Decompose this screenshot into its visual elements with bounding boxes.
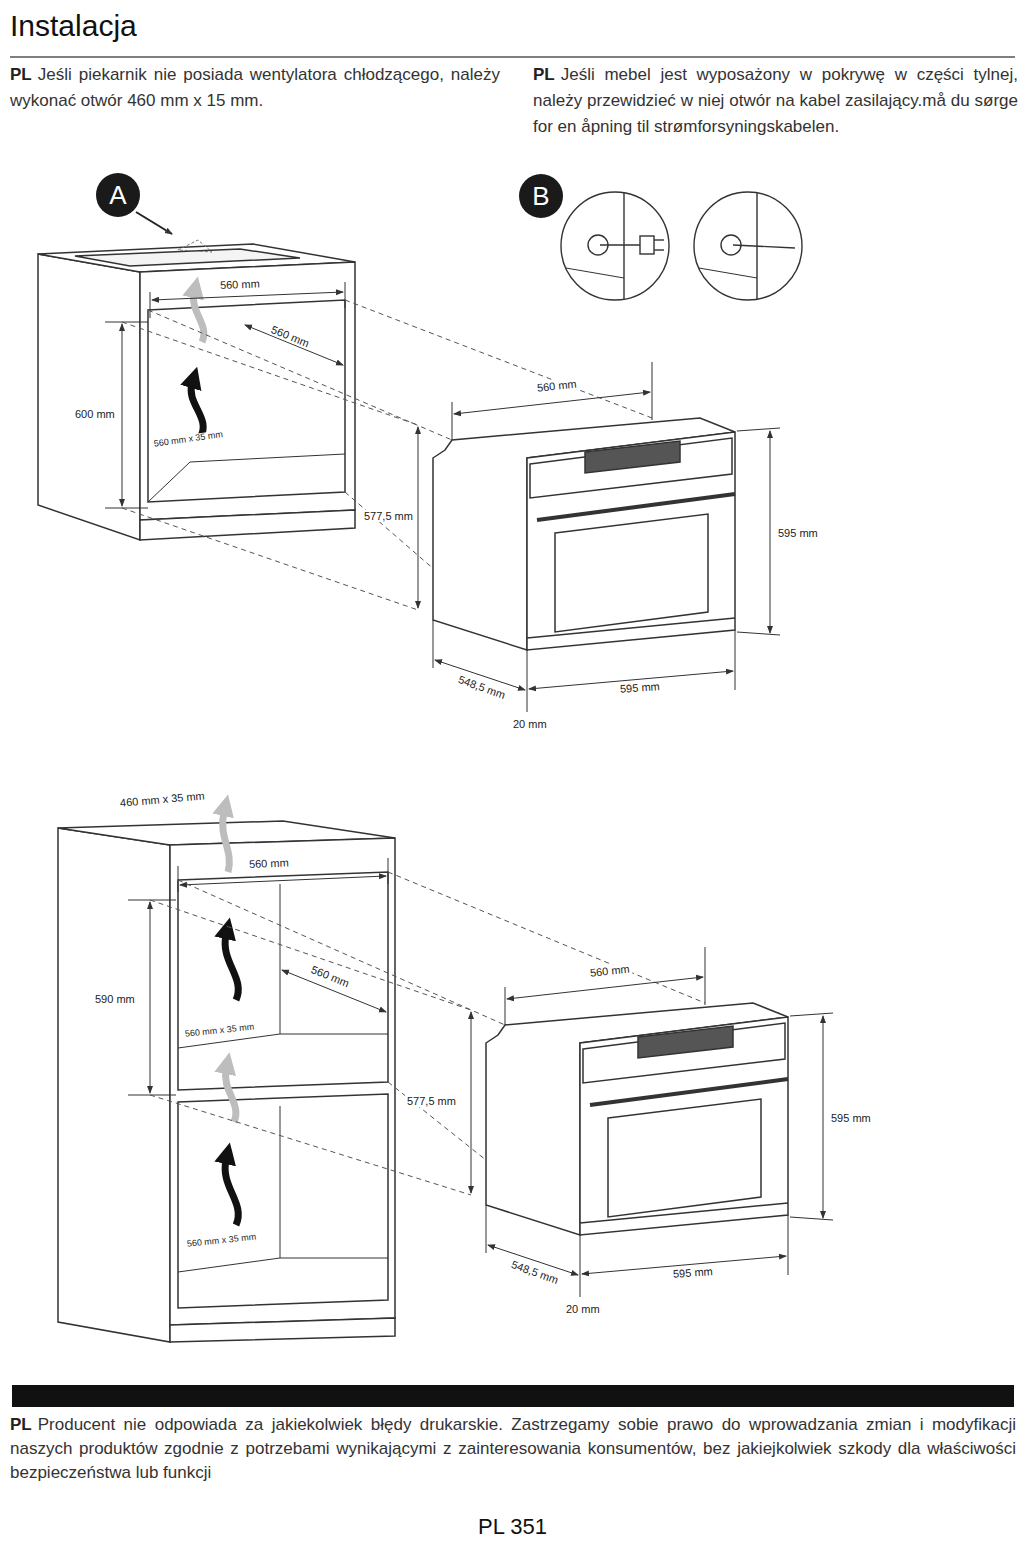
dimension-label: 20 mm (564, 1303, 602, 1315)
dimension-label: 595 mm (671, 1265, 715, 1280)
dimension-label: 560 mm (534, 377, 579, 394)
dimension-label: 590 mm (93, 993, 137, 1005)
callout-letter: A (109, 180, 126, 211)
dimension-label: 460 mm x 35 mm (117, 789, 207, 809)
callout-letter: B (532, 181, 549, 212)
dimension-label: 560 mm (587, 962, 632, 979)
note-text: Jeśli mebel jest wyposażony w pokrywę w … (533, 65, 1018, 136)
dimension-label: 560 mm (247, 856, 291, 870)
language-code: PL (10, 1415, 32, 1434)
language-code: PL (10, 65, 32, 84)
note-text: Jeśli piekarnik nie posiada wentylatora … (10, 65, 500, 110)
dimension-label: 600 mm (73, 408, 117, 420)
page-number: PL 351 (478, 1514, 547, 1540)
dimension-label: 548,5 mm (455, 672, 509, 701)
note-paragraph: PLJeśli piekarnik nie posiada wentylator… (10, 62, 500, 114)
dimension-label: 577,5 mm (405, 1095, 458, 1107)
note-paragraph: PLProducent nie odpowiada za jakiekolwie… (10, 1413, 1016, 1485)
callout-circle: B (519, 174, 563, 218)
dimension-label: 595 mm (618, 680, 662, 695)
language-code: PL (533, 65, 555, 84)
dimension-label: 595 mm (829, 1112, 873, 1124)
note-text: Producent nie odpowiada za jakiekolwiek … (10, 1415, 1016, 1482)
note-paragraph: PLJeśli mebel jest wyposażony w pokrywę … (533, 62, 1018, 140)
page-title: Instalacja (10, 6, 137, 46)
dimension-label: 577,5 mm (362, 510, 415, 522)
dimension-label: 560 mm (218, 277, 262, 291)
dimension-label: 20 mm (511, 718, 549, 730)
dimension-label: 595 mm (776, 527, 820, 539)
callout-circle: A (96, 173, 140, 217)
dimension-label: 548,5 mm (508, 1257, 562, 1286)
